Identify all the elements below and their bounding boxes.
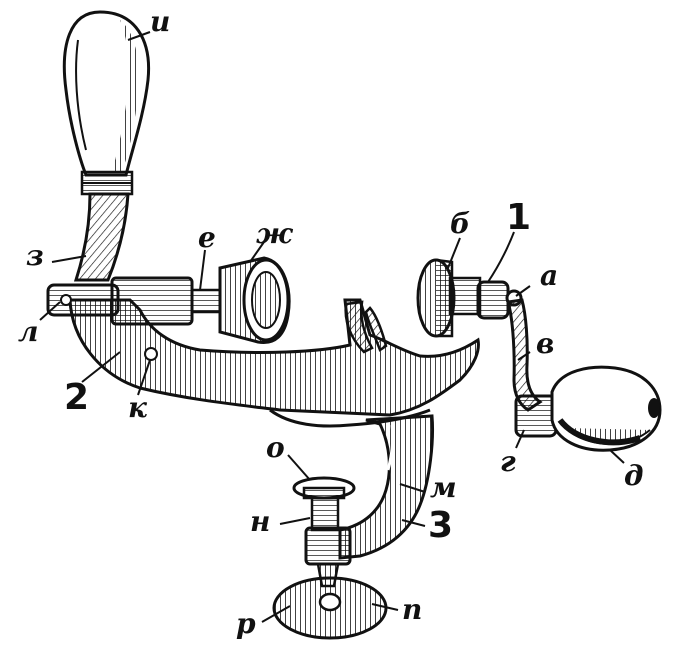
label-r: р — [236, 607, 256, 640]
label-2: 2 — [64, 377, 90, 418]
main-frame — [68, 298, 480, 428]
spindle-assembly — [46, 276, 222, 361]
label-v: в — [536, 327, 555, 360]
label-d: д — [624, 459, 644, 492]
crank-arm-z — [73, 192, 130, 282]
top-handle-knob — [62, 10, 151, 196]
clamp-pad — [272, 576, 388, 640]
label-e: е — [198, 221, 216, 254]
right-disc-b — [416, 258, 456, 338]
label-b: б — [450, 207, 471, 240]
crank-knob-d — [514, 365, 662, 452]
label-a: а — [540, 259, 559, 292]
label-1: 1 — [506, 197, 532, 238]
label-i: и — [150, 5, 171, 38]
label-3: 3 — [428, 505, 454, 546]
label-z: з — [26, 239, 44, 272]
label-p: п — [402, 593, 423, 626]
label-n: н — [250, 505, 271, 538]
chuck-zh — [218, 256, 291, 345]
clamp-screw — [292, 476, 356, 588]
label-k: к — [128, 391, 147, 424]
label-m: м — [430, 471, 457, 504]
leader-lines — [39, 31, 625, 623]
label-o: о — [266, 431, 285, 464]
label-g: г — [500, 445, 516, 478]
label-l: л — [18, 315, 39, 348]
label-zh: ж — [256, 217, 293, 250]
